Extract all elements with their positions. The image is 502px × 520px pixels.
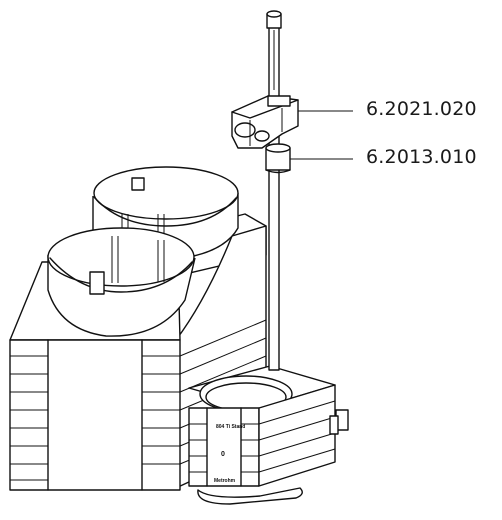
- support-rod: [266, 10, 282, 371]
- titration-stand-base: 804 Ti Stand 0 Metrohm: [188, 365, 349, 505]
- stand-brand-text: Metrohm: [214, 478, 236, 484]
- adjusting-ring: [265, 143, 291, 174]
- titration-head-holder: [231, 95, 299, 149]
- front-beaker-ring: [47, 227, 196, 337]
- stand-digit-text: 0: [221, 451, 225, 458]
- stand-name-text: 804 Ti Stand: [216, 424, 245, 430]
- callout-label-ring: 6.2013.010: [366, 146, 477, 168]
- callout-label-holder: 6.2021.020: [366, 98, 477, 120]
